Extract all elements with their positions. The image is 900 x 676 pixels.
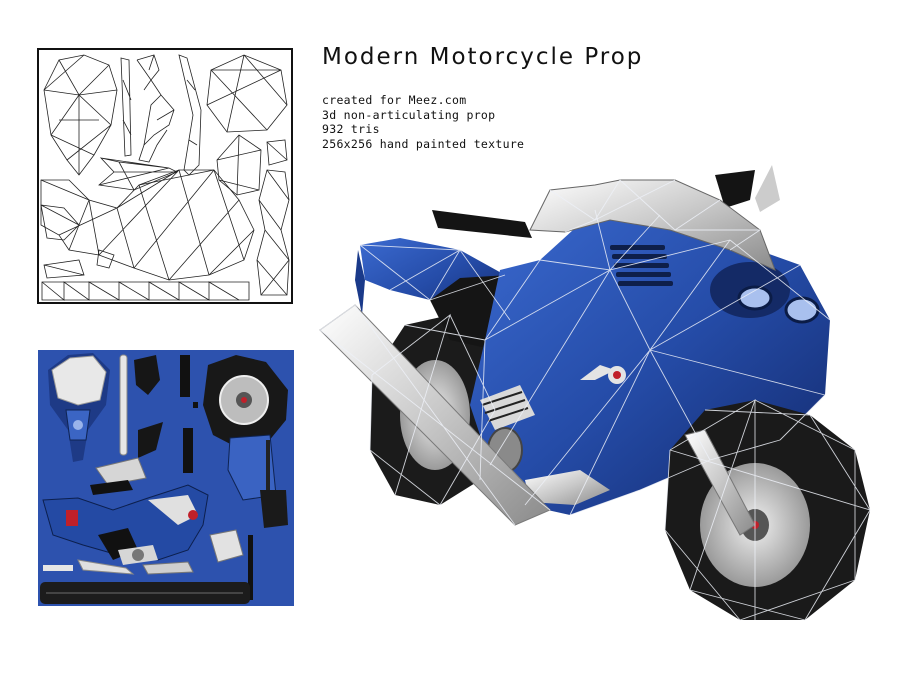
uv-texture-panel: [38, 350, 294, 606]
uv-wireframe-panel: [37, 48, 293, 304]
detail-type: 3d non-articulating prop: [322, 107, 496, 122]
page-title: Modern Motorcycle Prop: [322, 44, 644, 70]
motorcycle-render-icon: [319, 165, 871, 621]
motorcycle-render: [310, 150, 890, 660]
uv-wireframe-icon: [40, 54, 290, 301]
detail-tris: 932 tris: [322, 122, 380, 136]
detail-texture: 256x256 hand painted texture: [322, 136, 525, 151]
detail-client: created for Meez.com: [322, 93, 467, 107]
uv-texture-icon: [38, 350, 294, 606]
prop-details: created for Meez.com 3d non-articulating…: [322, 93, 524, 151]
